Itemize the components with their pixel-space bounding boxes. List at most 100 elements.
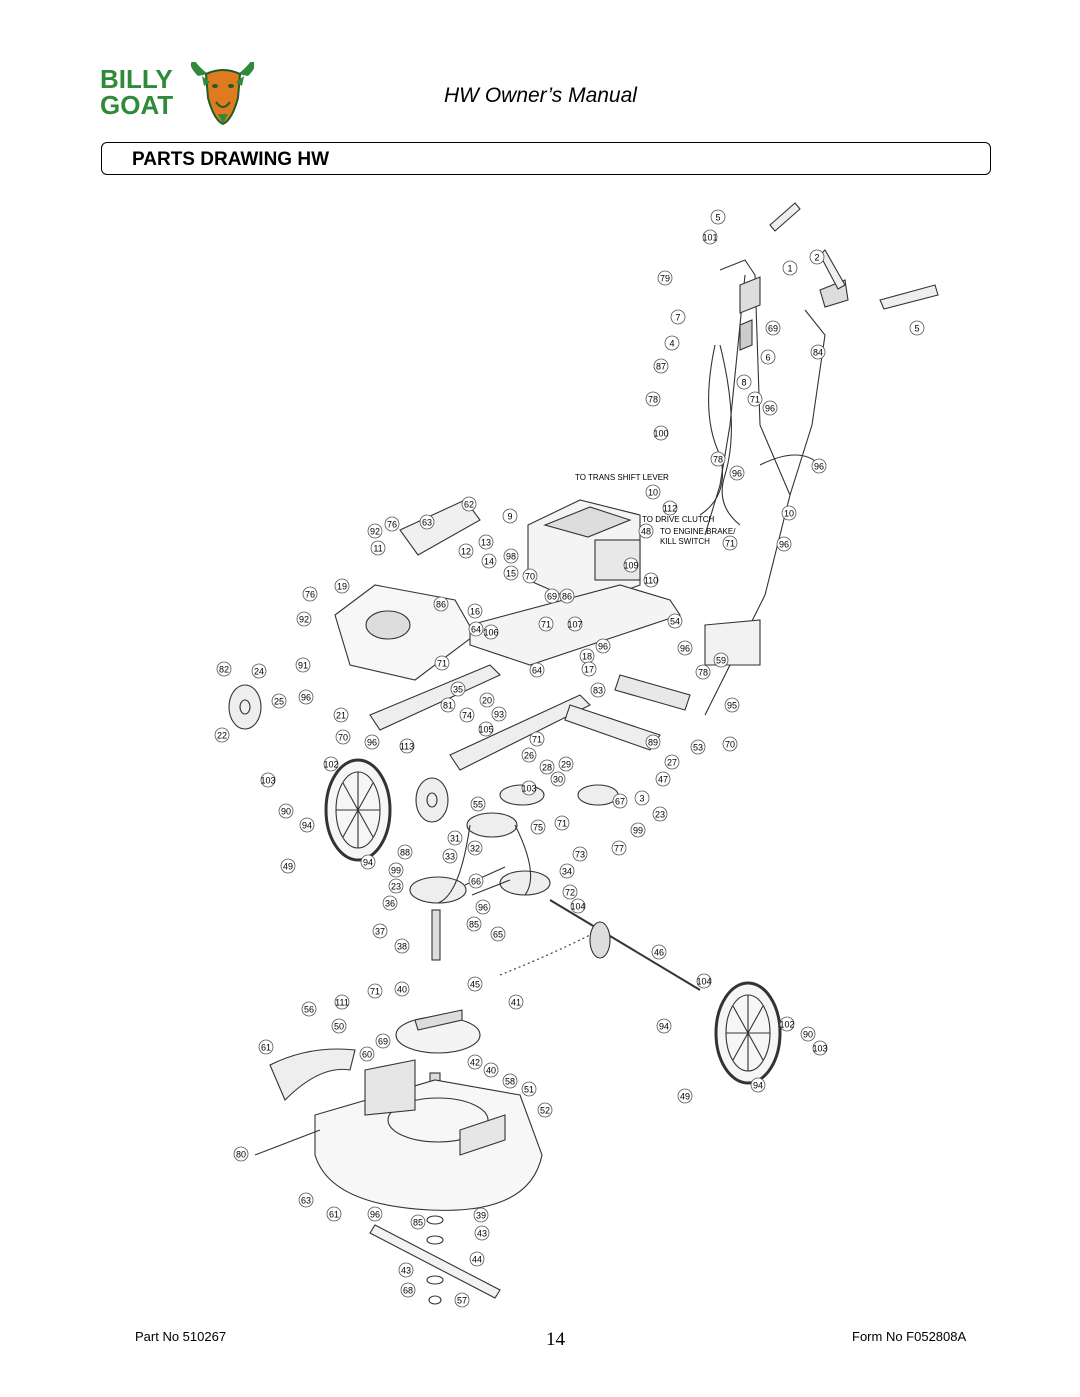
callout-95: 95 [724, 697, 740, 713]
callout-106: 106 [483, 624, 499, 640]
callout-bubble [809, 249, 825, 265]
callout-number: 49 [680, 1092, 690, 1102]
callout-bubble [652, 806, 668, 822]
callout-number: 5 [914, 324, 919, 334]
callout-14: 14 [481, 553, 497, 569]
callout-bubble [765, 320, 781, 336]
callout-number: 36 [385, 899, 395, 909]
callout-number: 106 [483, 628, 498, 638]
callout-number: 91 [298, 661, 308, 671]
callout-bubble [233, 1146, 249, 1162]
callout-number: 7 [675, 313, 680, 323]
callout-bubble [440, 697, 456, 713]
callout-bubble [747, 391, 763, 407]
callout-number: 69 [768, 324, 778, 334]
manual-title: HW Owner’s Manual [444, 84, 637, 107]
note-kill-switch: KILL SWITCH [660, 537, 710, 546]
callout-number: 87 [656, 362, 666, 372]
callout-1: 1 [782, 260, 798, 276]
callout-bubble [467, 976, 483, 992]
callout-bubble [367, 523, 383, 539]
callout-number: 96 [367, 738, 377, 748]
callout-70: 70 [522, 568, 538, 584]
callout-72: 72 [562, 884, 578, 900]
callout-number: 55 [473, 800, 483, 810]
callout-bubble [260, 772, 276, 788]
callout-number: 67 [615, 797, 625, 807]
callout-bubble [529, 662, 545, 678]
callout-number: 23 [391, 882, 401, 892]
callout-number: 75 [533, 823, 543, 833]
callout-number: 84 [813, 348, 823, 358]
logo-text-goat: GOAT [100, 90, 173, 120]
callout-bubble [657, 270, 673, 286]
note-engine-brake: TO ENGINE BRAKE/ [660, 527, 736, 536]
callout-107: 107 [567, 616, 583, 632]
callout-number: 102 [323, 760, 338, 770]
callout-bubble [323, 756, 339, 772]
callout-99: 99 [388, 862, 404, 878]
callout-number: 104 [570, 902, 585, 912]
callout-number: 31 [450, 834, 460, 844]
callout-bubble [567, 616, 583, 632]
callout-number: 69 [547, 592, 557, 602]
callout-number: 78 [713, 455, 723, 465]
billy-goat-logo: BILLY GOAT [98, 62, 254, 126]
callout-bubble [478, 534, 494, 550]
callout-67: 67 [612, 793, 628, 809]
callout-79: 79 [657, 270, 673, 286]
callout-number: 89 [648, 738, 658, 748]
callout-bubble [331, 1018, 347, 1034]
callout-number: 76 [387, 520, 397, 530]
callout-96: 96 [762, 400, 778, 416]
callout-bubble [722, 535, 738, 551]
callout-bubble [529, 731, 545, 747]
callout-number: 96 [478, 903, 488, 913]
callout-bubble [467, 1054, 483, 1070]
callout-bubble [491, 706, 507, 722]
callout-89: 89 [645, 734, 661, 750]
callout-number: 59 [716, 656, 726, 666]
callout-23: 23 [652, 806, 668, 822]
callout-number: 81 [443, 701, 453, 711]
callout-number: 82 [219, 665, 229, 675]
callout-bubble [690, 739, 706, 755]
callout-65: 65 [490, 926, 506, 942]
callout-40: 40 [394, 981, 410, 997]
callout-bubble [278, 803, 294, 819]
callout-bubble [447, 830, 463, 846]
callout-bubble [572, 846, 588, 862]
callout-62: 62 [461, 496, 477, 512]
callout-86: 86 [433, 596, 449, 612]
callout-number: 54 [670, 617, 680, 627]
callout-number: 90 [281, 807, 291, 817]
callout-32: 32 [467, 840, 483, 856]
callout-number: 52 [540, 1106, 550, 1116]
callout-85: 85 [410, 1214, 426, 1230]
callout-78: 78 [710, 451, 726, 467]
callout-bubble [643, 572, 659, 588]
callout-bubble [502, 1073, 518, 1089]
callout-bubble [394, 981, 410, 997]
parts-drawing-svg: TO TRANS SHIFT LEVER TO DRIVE CLUTCH TO … [214, 202, 939, 1308]
callout-number: 103 [812, 1044, 827, 1054]
callout-bubble [459, 707, 475, 723]
callout-68: 68 [400, 1282, 416, 1298]
callout-bubble [909, 320, 925, 336]
callout-bubble [559, 588, 575, 604]
callout-bubble [724, 697, 740, 713]
callout-bubble [326, 1206, 342, 1222]
callout-number: 61 [261, 1043, 271, 1053]
callout-94: 94 [656, 1018, 672, 1034]
callout-96: 96 [475, 899, 491, 915]
callout-bubble [388, 862, 404, 878]
callout-87: 87 [653, 358, 669, 374]
callout-number: 96 [779, 540, 789, 550]
callout-number: 28 [542, 763, 552, 773]
callout-number: 102 [779, 1020, 794, 1030]
callout-bubble [521, 780, 537, 796]
callout-bubble [667, 613, 683, 629]
callout-45: 45 [467, 976, 483, 992]
callout-76: 76 [384, 516, 400, 532]
